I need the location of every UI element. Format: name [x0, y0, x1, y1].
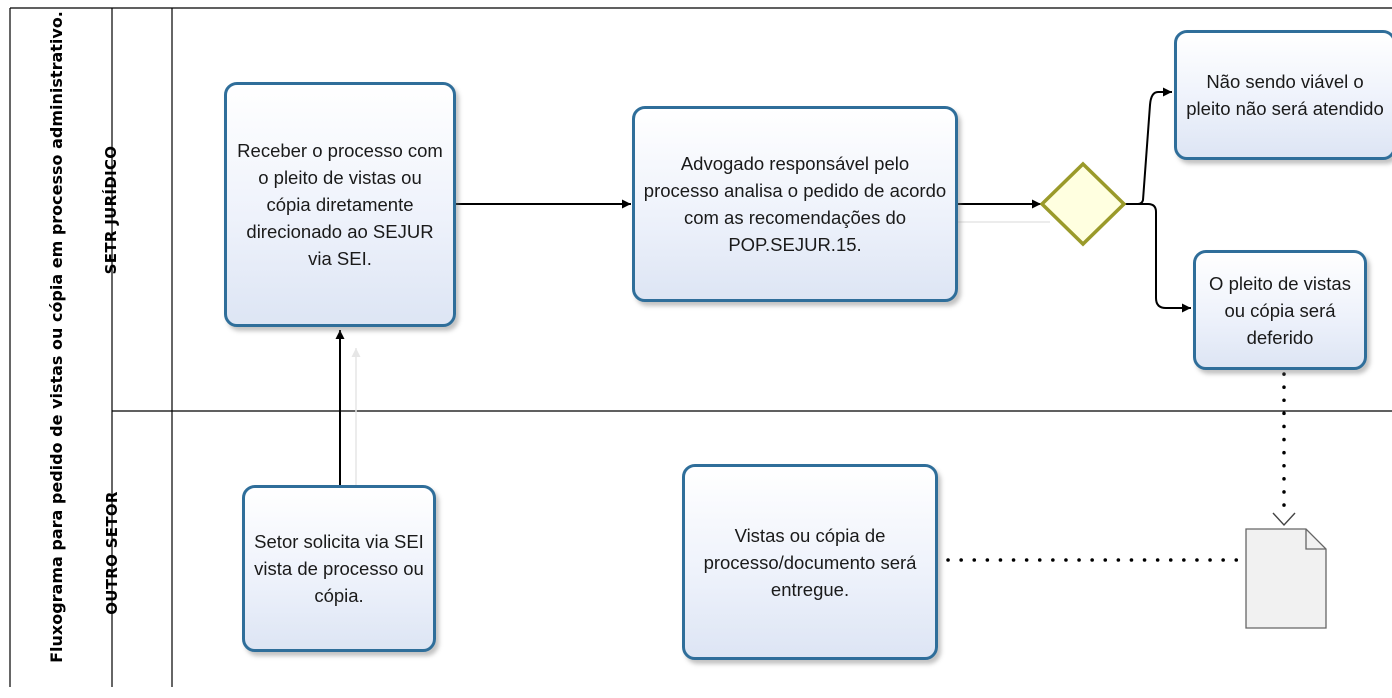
task-receber-processo[interactable]: Receber o processo com o pleito de vista…	[224, 82, 456, 327]
flow-gateway-to-deferido	[1124, 203, 1191, 313]
sequence-flows	[335, 87, 1191, 485]
task-deferido-text: O pleito de vistas ou cópia será deferid…	[1209, 272, 1351, 348]
task-deferido[interactable]: O pleito de vistas ou cópia será deferid…	[1193, 250, 1367, 370]
task-setor-solicita-text: Setor solicita via SEI vista de processo…	[254, 531, 424, 606]
exclusive-gateway	[1039, 161, 1127, 247]
flow-gateway-to-nao	[1124, 87, 1172, 205]
task-vistas-entregue-text: Vistas ou cópia de processo/documento se…	[703, 524, 917, 600]
task-nao-atendido[interactable]: Não sendo viável o pleito não será atend…	[1174, 30, 1392, 160]
document-icon	[1245, 528, 1327, 629]
task-vistas-entregue[interactable]: Vistas ou cópia de processo/documento se…	[682, 464, 938, 660]
pool-frame	[9, 7, 1392, 687]
lane-label-outro-setor: OUTRO SETOR	[103, 491, 121, 615]
ghost-connectors	[351, 221, 1050, 485]
task-receber-processo-text: Receber o processo com o pleito de vista…	[237, 140, 443, 269]
task-advogado-analisa-text: Advogado responsável pelo processo anali…	[643, 153, 947, 255]
pool-title: Fluxograma para pedido de vistas ou cópi…	[46, 11, 66, 663]
lane-label-setr-juridico: SETR JURÍDICO	[102, 145, 120, 275]
task-advogado-analisa[interactable]: Advogado responsável pelo processo anali…	[632, 106, 958, 302]
assoc-arrowhead	[1272, 512, 1296, 527]
associations	[946, 372, 1286, 562]
task-nao-atendido-text: Não sendo viável o pleito não será atend…	[1186, 71, 1384, 119]
task-setor-solicita[interactable]: Setor solicita via SEI vista de processo…	[242, 485, 436, 652]
